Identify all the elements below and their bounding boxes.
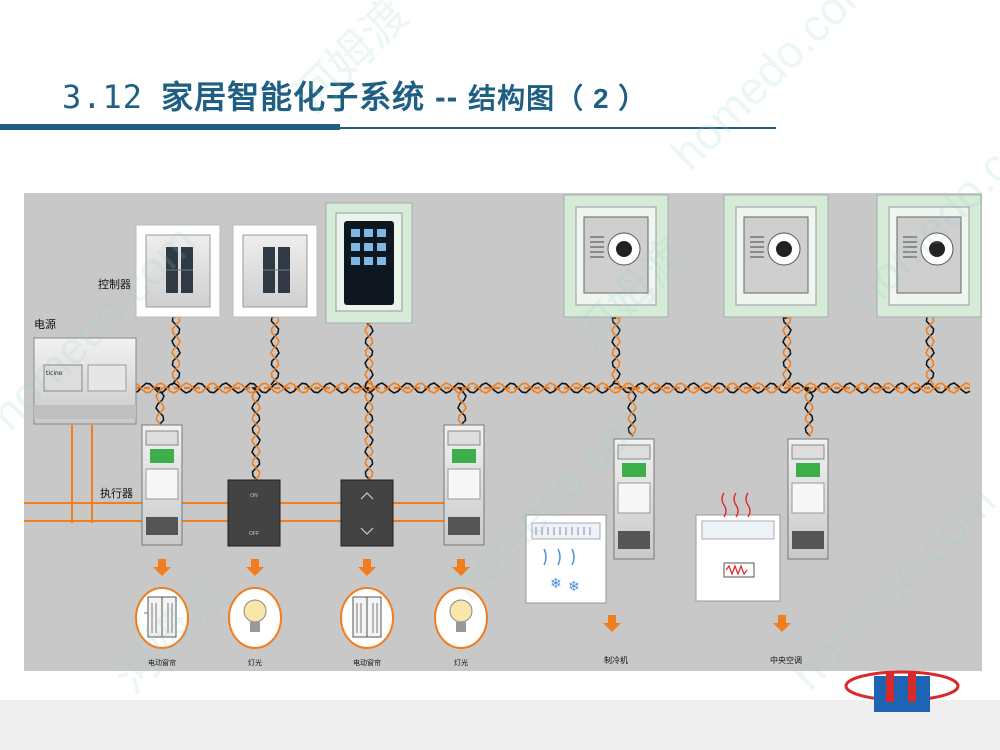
curtain-2: 电动窗帘 [340, 587, 394, 667]
structure-diagram-panel: 22° C 控制器 电源 ticino 执行器 ON OFF 电动窗帘 [24, 193, 982, 671]
power-brand: ticino [46, 370, 63, 377]
cooler-label: 制冷机 [604, 655, 628, 665]
svg-text:❄: ❄ [550, 575, 562, 591]
title-main: 家居智能化子系统 -- [161, 79, 459, 115]
thermostat-temp: 22° C [356, 284, 381, 294]
title-underline-thick [0, 124, 340, 130]
curtain-1: 电动窗帘 [135, 587, 189, 667]
light-1-label: 灯光 [248, 658, 262, 667]
cooler-unit: ❄ ❄ 制冷机 [525, 514, 628, 665]
central-ac-label: 中央空调 [770, 655, 802, 665]
central-ac-unit: 中央空调 [695, 492, 802, 665]
actuator-module-2 [443, 424, 485, 546]
bus-drops [155, 312, 935, 481]
intercom-sensor-2 [723, 194, 829, 318]
bottom-band [0, 700, 1000, 750]
svg-text:❄: ❄ [568, 578, 580, 594]
curtain-1-label: 电动窗帘 [148, 658, 176, 667]
controller-label: 控制器 [98, 277, 131, 291]
power-supply: 电源 ticino [33, 317, 137, 425]
actuator-label: 执行器 [100, 486, 133, 500]
switch-controller-2 [232, 224, 318, 318]
switch-controller-1 [135, 224, 221, 318]
title-number: 3.12 [62, 78, 144, 116]
curtain-2-label: 电动窗帘 [353, 658, 381, 667]
actuator-module-3 [613, 438, 655, 560]
structure-diagram: 22° C 控制器 电源 ticino 执行器 ON OFF 电动窗帘 [24, 194, 982, 667]
wall-switch-updown [340, 479, 394, 547]
power-label: 电源 [34, 317, 56, 331]
light-2: 灯光 [434, 587, 488, 667]
watermark-text: homedo.com [660, 0, 886, 180]
title-sub: 结构图（ 2 ） [468, 83, 648, 114]
title-underline-thin [340, 127, 776, 129]
company-logo [844, 670, 960, 712]
intercom-sensor-1 [563, 194, 669, 318]
thermostat-touch-panel: 22° C [325, 202, 413, 324]
bus-line [133, 381, 971, 395]
switch-on-text: ON [250, 493, 258, 499]
light-2-label: 灯光 [454, 658, 468, 667]
output-arrows [153, 559, 791, 632]
actuator-module-1 [141, 424, 183, 546]
page-title: 3.12 家居智能化子系统 -- 结构图（ 2 ） [62, 72, 647, 118]
wall-switch-onoff: ON OFF [227, 479, 281, 547]
actuator-module-4 [787, 438, 829, 560]
light-1: 灯光 [228, 587, 282, 667]
switch-off-text: OFF [249, 531, 259, 537]
intercom-sensor-3 [876, 194, 982, 318]
